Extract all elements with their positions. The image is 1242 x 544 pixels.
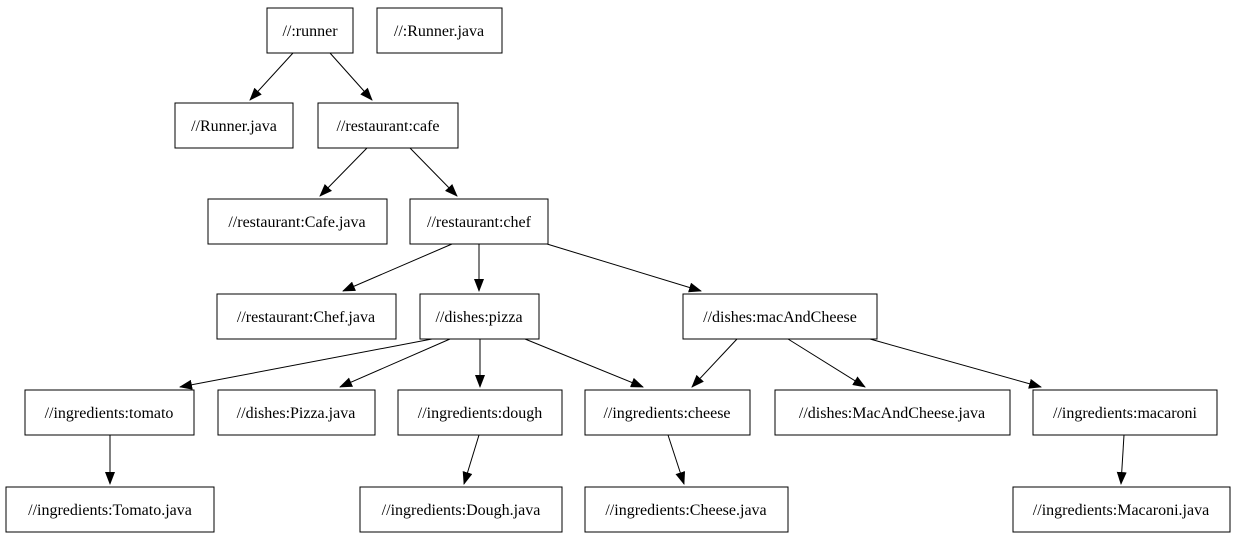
node-macaroni: //ingredients:macaroni bbox=[1032, 389, 1218, 436]
node-runner-label: //:runner bbox=[282, 23, 338, 40]
edge-cafe-to-cafe-java bbox=[319, 147, 368, 197]
node-cafe: //restaurant:cafe bbox=[317, 102, 459, 149]
node-runner-java-label: //Runner.java bbox=[191, 118, 277, 135]
edge-runner-to-runner-java bbox=[249, 52, 294, 101]
node-cafe-label: //restaurant:cafe bbox=[336, 118, 439, 135]
edge-cheese-to-cheese-java bbox=[667, 434, 686, 485]
node-runner-java-root-label: //:Runner.java bbox=[394, 23, 484, 40]
node-cheese: //ingredients:cheese bbox=[584, 389, 751, 436]
node-tomato-label: //ingredients:tomato bbox=[45, 405, 174, 422]
edge-chef-to-chef-java bbox=[342, 243, 453, 292]
edge-mac-and-cheese-to-cheese bbox=[691, 338, 738, 388]
edge-macaroni-to-macaroni-java bbox=[1116, 434, 1127, 485]
node-runner-java-root: //:Runner.java bbox=[376, 7, 503, 54]
node-tomato-java-label: //ingredients:Tomato.java bbox=[28, 502, 192, 519]
edge-chef-to-mac-and-cheese bbox=[546, 243, 702, 293]
node-dough-java-label: //ingredients:Dough.java bbox=[382, 502, 541, 519]
node-mac-and-cheese-java-label: //dishes:MacAndCheese.java bbox=[799, 405, 985, 422]
node-mac-and-cheese-java: //dishes:MacAndCheese.java bbox=[774, 389, 1011, 436]
node-macaroni-label: //ingredients:macaroni bbox=[1053, 405, 1198, 422]
edge-pizza-to-tomato bbox=[179, 338, 433, 390]
node-chef-label: //restaurant:chef bbox=[427, 214, 532, 231]
node-cheese-label: //ingredients:cheese bbox=[603, 405, 730, 422]
node-cafe-java: //restaurant:Cafe.java bbox=[207, 198, 388, 245]
node-mac-and-cheese-label: //dishes:macAndCheese bbox=[703, 309, 857, 326]
edge-cafe-to-chef bbox=[409, 147, 458, 197]
edge-mac-and-cheese-to-macaroni bbox=[869, 338, 1042, 389]
node-tomato-java: //ingredients:Tomato.java bbox=[5, 486, 215, 533]
node-macaroni-java-label: //ingredients:Macaroni.java bbox=[1033, 502, 1209, 519]
node-chef-java-label: //restaurant:Chef.java bbox=[237, 309, 375, 326]
edge-group bbox=[105, 52, 1127, 485]
node-mac-and-cheese: //dishes:macAndCheese bbox=[682, 293, 878, 340]
node-runner: //:runner bbox=[266, 7, 354, 54]
edge-pizza-to-cheese bbox=[524, 338, 644, 388]
edge-dough-to-dough-java bbox=[462, 434, 480, 485]
node-chef: //restaurant:chef bbox=[409, 198, 549, 245]
node-dough-java: //ingredients:Dough.java bbox=[359, 486, 563, 533]
node-pizza-label: //dishes:pizza bbox=[435, 309, 522, 326]
node-cheese-java-label: //ingredients:Cheese.java bbox=[605, 502, 766, 519]
node-cafe-java-label: //restaurant:Cafe.java bbox=[228, 214, 365, 231]
edge-runner-to-cafe bbox=[329, 52, 373, 101]
node-macaroni-java: //ingredients:Macaroni.java bbox=[1012, 486, 1231, 533]
node-dough: //ingredients:dough bbox=[397, 389, 563, 436]
edge-mac-and-cheese-to-mac-and-cheese-java bbox=[787, 338, 866, 388]
node-cheese-java: //ingredients:Cheese.java bbox=[584, 486, 789, 533]
node-pizza-java-label: //dishes:Pizza.java bbox=[237, 405, 356, 422]
node-dough-label: //ingredients:dough bbox=[418, 405, 542, 422]
node-tomato: //ingredients:tomato bbox=[24, 389, 195, 436]
node-pizza-java: //dishes:Pizza.java bbox=[217, 389, 376, 436]
edge-pizza-to-pizza-java bbox=[339, 338, 451, 388]
node-runner-java: //Runner.java bbox=[174, 102, 294, 149]
node-pizza: //dishes:pizza bbox=[419, 293, 540, 340]
node-chef-java: //restaurant:Chef.java bbox=[216, 293, 397, 340]
